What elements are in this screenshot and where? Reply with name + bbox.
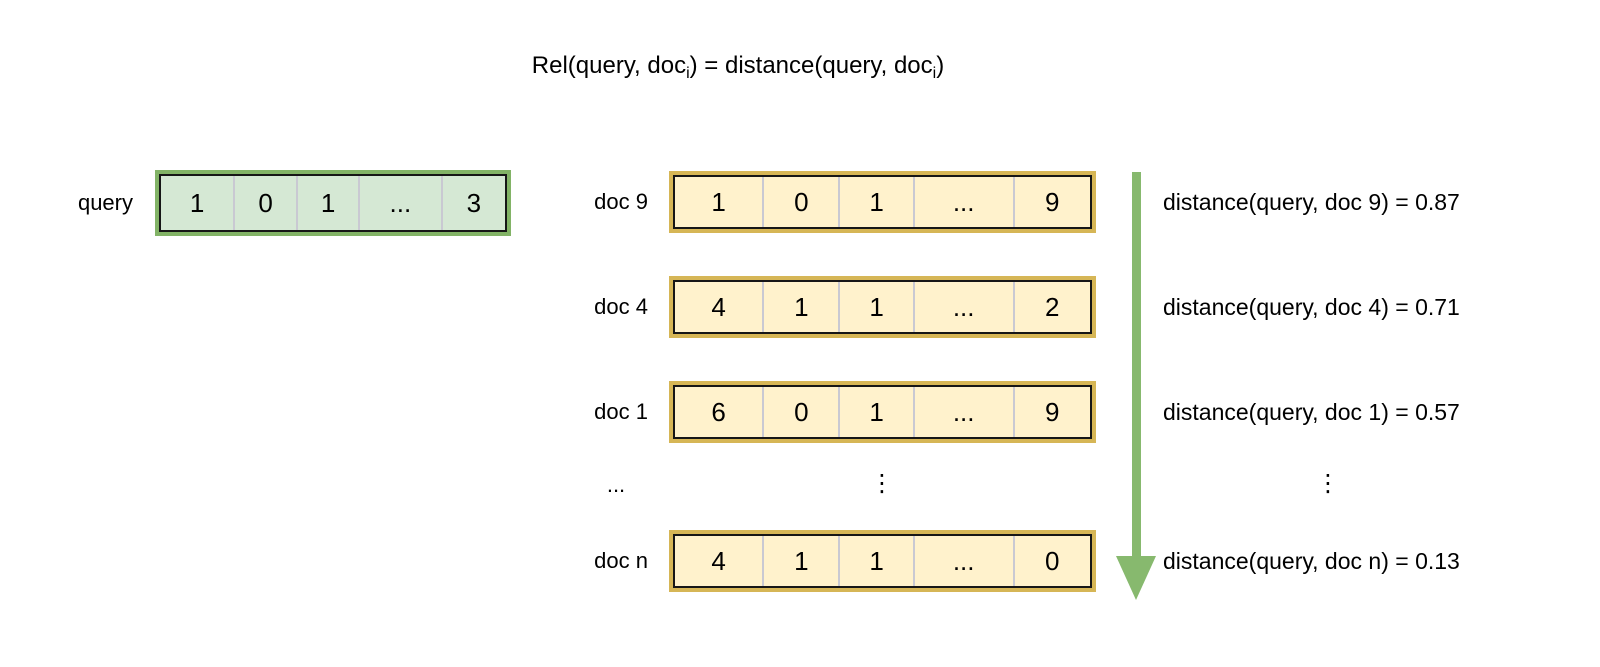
- doc-vector-cells: 6 0 1 ... 9: [673, 385, 1092, 439]
- distance-label: distance(query, doc n) = 0.13: [1163, 548, 1460, 574]
- doc-cell: ...: [912, 177, 1013, 227]
- doc-cell: 1: [762, 282, 838, 332]
- doc-vector-row-4: doc 4 4 1 1 ... 2: [560, 276, 1096, 338]
- ellipsis-row-label: ...: [606, 472, 626, 497]
- doc-label: doc n: [594, 548, 648, 573]
- doc-cell: 0: [762, 177, 838, 227]
- query-cell: 1: [189, 187, 205, 218]
- query-label: query: [77, 190, 133, 215]
- doc-cell: 0: [1012, 536, 1090, 586]
- doc-cell: ...: [912, 536, 1013, 586]
- distance-label: distance(query, doc 4) = 0.71: [1163, 294, 1460, 320]
- formula-subscript-i: i: [686, 65, 690, 82]
- doc-cell: 1: [838, 387, 913, 437]
- doc-vector: 1 0 1 ... 9: [669, 171, 1096, 233]
- doc-cell: ...: [912, 387, 1013, 437]
- formula-mid: ) = distance(query, doc: [689, 52, 933, 79]
- doc-label: doc 9: [594, 189, 648, 214]
- doc-cell: 1: [838, 282, 913, 332]
- doc-cell: ...: [912, 282, 1013, 332]
- doc-vector-cells: 4 1 1 ... 2: [673, 280, 1092, 334]
- query-cell: 3: [440, 176, 505, 230]
- doc-vector-row-1: doc 1 6 0 1 ... 9: [560, 381, 1096, 443]
- doc-vector-row-n: doc n 4 1 1 ... 0: [560, 530, 1096, 592]
- query-vector-row: query 1 0 1 ... 3: [58, 170, 511, 236]
- doc-vector-cells: 1 0 1 ... 9: [673, 175, 1092, 229]
- distance-label: distance(query, doc 1) = 0.57: [1163, 399, 1460, 425]
- arrow-shaft: [1132, 172, 1141, 558]
- doc-cell: 1: [838, 177, 913, 227]
- doc-cell: 1: [762, 536, 838, 586]
- query-cell: 1: [296, 176, 358, 230]
- doc-vector: 4 1 1 ... 2: [669, 276, 1096, 338]
- query-cell: ...: [358, 176, 441, 230]
- query-vector: 1 0 1 ... 3: [155, 170, 511, 236]
- doc-label: doc 4: [594, 294, 648, 319]
- doc-cell: 9: [1012, 177, 1090, 227]
- doc-cell: 1: [711, 186, 726, 217]
- ellipsis-distance-dots: ⋮: [1316, 469, 1340, 497]
- distance-label: distance(query, doc 9) = 0.87: [1163, 189, 1460, 215]
- query-cell: 0: [233, 176, 296, 230]
- formula-post: ): [936, 52, 945, 79]
- doc-cell: 2: [1012, 282, 1090, 332]
- doc-vector: 6 0 1 ... 9: [669, 381, 1096, 443]
- doc-cell: 1: [838, 536, 913, 586]
- formula-pre: Rel(query, doc: [531, 52, 687, 79]
- arrow-down-icon: [1116, 556, 1156, 600]
- doc-cell: 9: [1012, 387, 1090, 437]
- doc-vector: 4 1 1 ... 0: [669, 530, 1096, 592]
- doc-vector-row-9: doc 9 1 0 1 ... 9: [560, 171, 1096, 233]
- doc-label: doc 1: [594, 399, 648, 424]
- doc-cell: 4: [711, 545, 726, 576]
- ellipsis-vector-dots: ⋮: [870, 469, 894, 497]
- doc-cell: 0: [762, 387, 838, 437]
- formula-title: Rel(query, doci) = distance(query, doci): [531, 52, 945, 82]
- query-vector-cells: 1 0 1 ... 3: [159, 174, 507, 232]
- formula-subscript-i: i: [932, 65, 937, 82]
- doc-vector-cells: 4 1 1 ... 0: [673, 534, 1092, 588]
- doc-cell: 4: [711, 291, 726, 322]
- doc-cell: 6: [711, 396, 726, 427]
